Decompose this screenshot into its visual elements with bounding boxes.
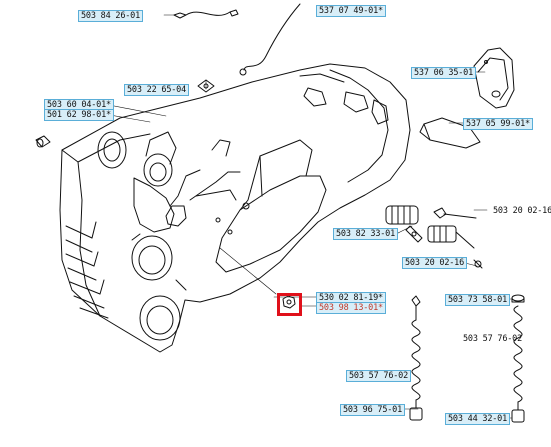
fuel-hose-spring-left: [409, 295, 423, 421]
handle-grip-part: [419, 117, 481, 149]
crankshaft-bores: [131, 233, 187, 341]
part-label-p16[interactable]: 503 96 75-01: [340, 404, 406, 416]
part-label-p14[interactable]: 503 57 76-02: [463, 334, 523, 344]
part-label-p13[interactable]: 503 73 58-01: [445, 294, 511, 306]
part-label-p6[interactable]: 501 62 98-01*: [44, 109, 114, 121]
ignition-cable: [239, 3, 301, 76]
cable-part: [173, 9, 239, 19]
buffer-spring-part: [385, 205, 423, 243]
part-label-p9[interactable]: 503 82 33-01: [333, 228, 399, 240]
cylinder-housing: [97, 131, 177, 233]
fuel-hose-spring-right: [511, 294, 525, 423]
part-label-p15[interactable]: 503 57 76-02: [346, 370, 412, 382]
highlighted-nut-part: [282, 295, 296, 309]
cooling-fins: [65, 221, 109, 319]
nut-part: [197, 79, 215, 93]
part-label-p2[interactable]: 537 07 49-01*: [316, 5, 386, 17]
sleeve-part: [35, 135, 51, 148]
crankcase-body: [59, 63, 411, 353]
inner-bracket: [165, 139, 250, 235]
selected-part-highlight: [277, 293, 302, 316]
part-label-p17[interactable]: 503 44 32-01: [445, 413, 511, 425]
part-label-p10[interactable]: 503 20 02-16: [402, 257, 468, 269]
part-label-p8[interactable]: 503 20 02-16: [493, 206, 551, 216]
side-cover-part: [473, 47, 515, 109]
part-label-p1[interactable]: 503 84 26-01: [78, 10, 144, 22]
part-label-p4[interactable]: 503 22 65-04: [124, 84, 190, 96]
part-label-p3[interactable]: 537 06 35-01: [411, 67, 477, 79]
part-label-p12[interactable]: 503 98 13-01*: [316, 302, 386, 314]
screw-part: [427, 207, 483, 269]
part-label-p7[interactable]: 537 05 99-01*: [463, 118, 533, 130]
